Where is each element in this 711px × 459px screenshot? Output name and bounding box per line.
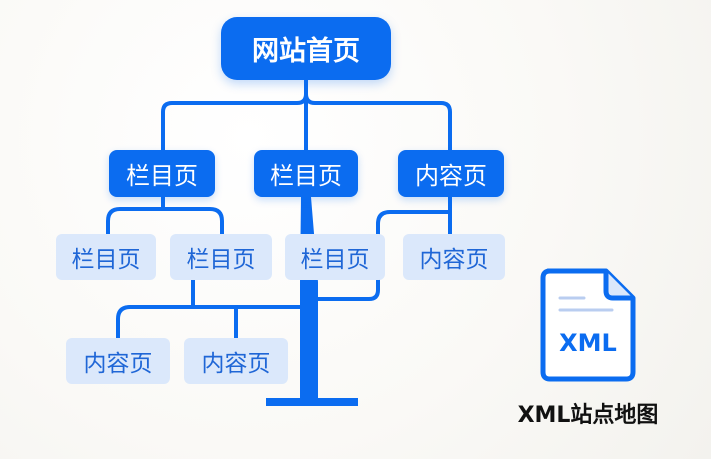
content-page-node: 内容页 [398,150,504,197]
connector-content-left [376,195,452,236]
connector-l3-main [191,278,302,309]
column-page-node: 栏目页 [285,234,385,280]
column-page-node: 栏目页 [109,150,215,197]
xml-sitemap-caption: XML站点地图 [517,403,659,428]
column-page-node: 栏目页 [56,234,156,280]
homepage-node: 网站首页 [221,17,391,80]
content-page-node: 内容页 [184,338,288,384]
connector-root-down [161,78,308,152]
column-page-node: 栏目页 [170,234,272,280]
column-page-node: 栏目页 [254,150,358,197]
connector-right-hook [316,278,380,301]
xml-document-icon: XML [540,268,636,382]
connector-col-left [106,195,165,236]
content-page-node: 内容页 [403,234,505,280]
connector-root-right [304,92,452,152]
connector-l3-left [116,305,195,340]
connector-col-right [161,207,224,236]
content-page-node: 内容页 [66,338,170,384]
xml-icon-label: XML [559,329,617,357]
